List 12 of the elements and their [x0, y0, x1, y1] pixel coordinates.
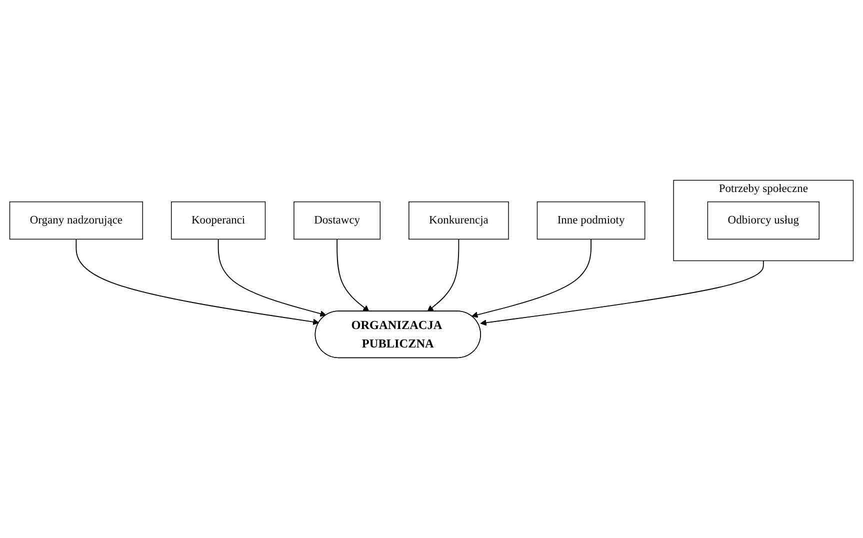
arrow: [218, 238, 326, 317]
node-box: Dostawcy: [294, 201, 381, 240]
node-box: Organy nadzorujące: [9, 201, 143, 240]
arrow: [480, 260, 764, 326]
node-box: Konkurencja: [408, 201, 509, 240]
node-box: Kooperanci: [171, 201, 266, 240]
node-box: Inne podmioty: [536, 201, 646, 240]
arrow: [472, 238, 592, 318]
arrow: [76, 238, 320, 326]
arrow: [427, 238, 460, 312]
arrow: [336, 238, 370, 312]
node-box: Odbiorcy usług: [707, 201, 820, 240]
